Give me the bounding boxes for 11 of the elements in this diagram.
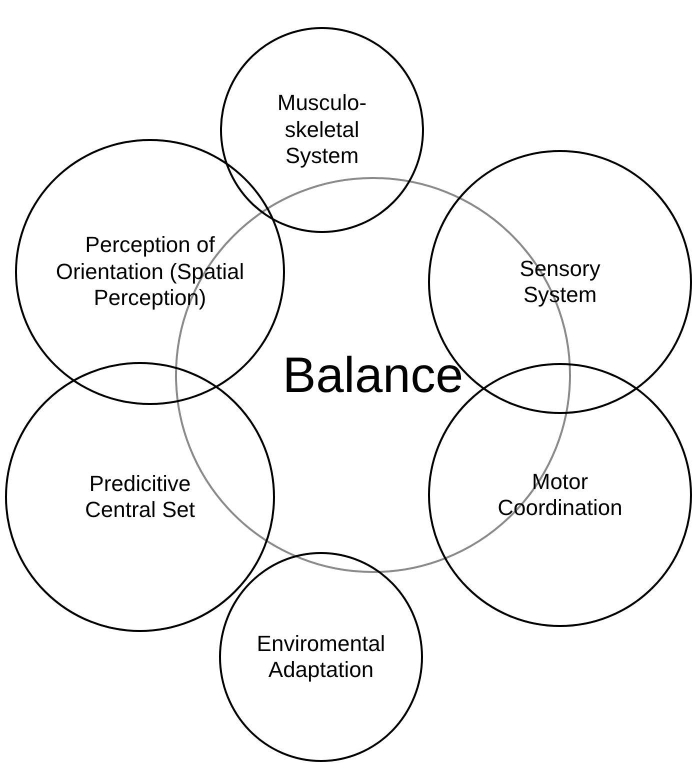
circle <box>220 27 424 233</box>
circle <box>5 362 275 632</box>
circle-label: Predicitive Central Set <box>84 470 196 524</box>
center-label: Balance <box>282 346 464 405</box>
circle <box>15 139 285 405</box>
circle-label: Sensory System <box>518 256 602 308</box>
circle-label: Motor Coordination <box>496 468 624 522</box>
circle-label: Enviromental Adaptation <box>256 630 386 684</box>
circle-label: Musculo- skeletal System <box>276 90 368 170</box>
circle-label: Perception of Orientation (Spatial Perception) <box>55 232 245 312</box>
circle <box>219 552 423 762</box>
